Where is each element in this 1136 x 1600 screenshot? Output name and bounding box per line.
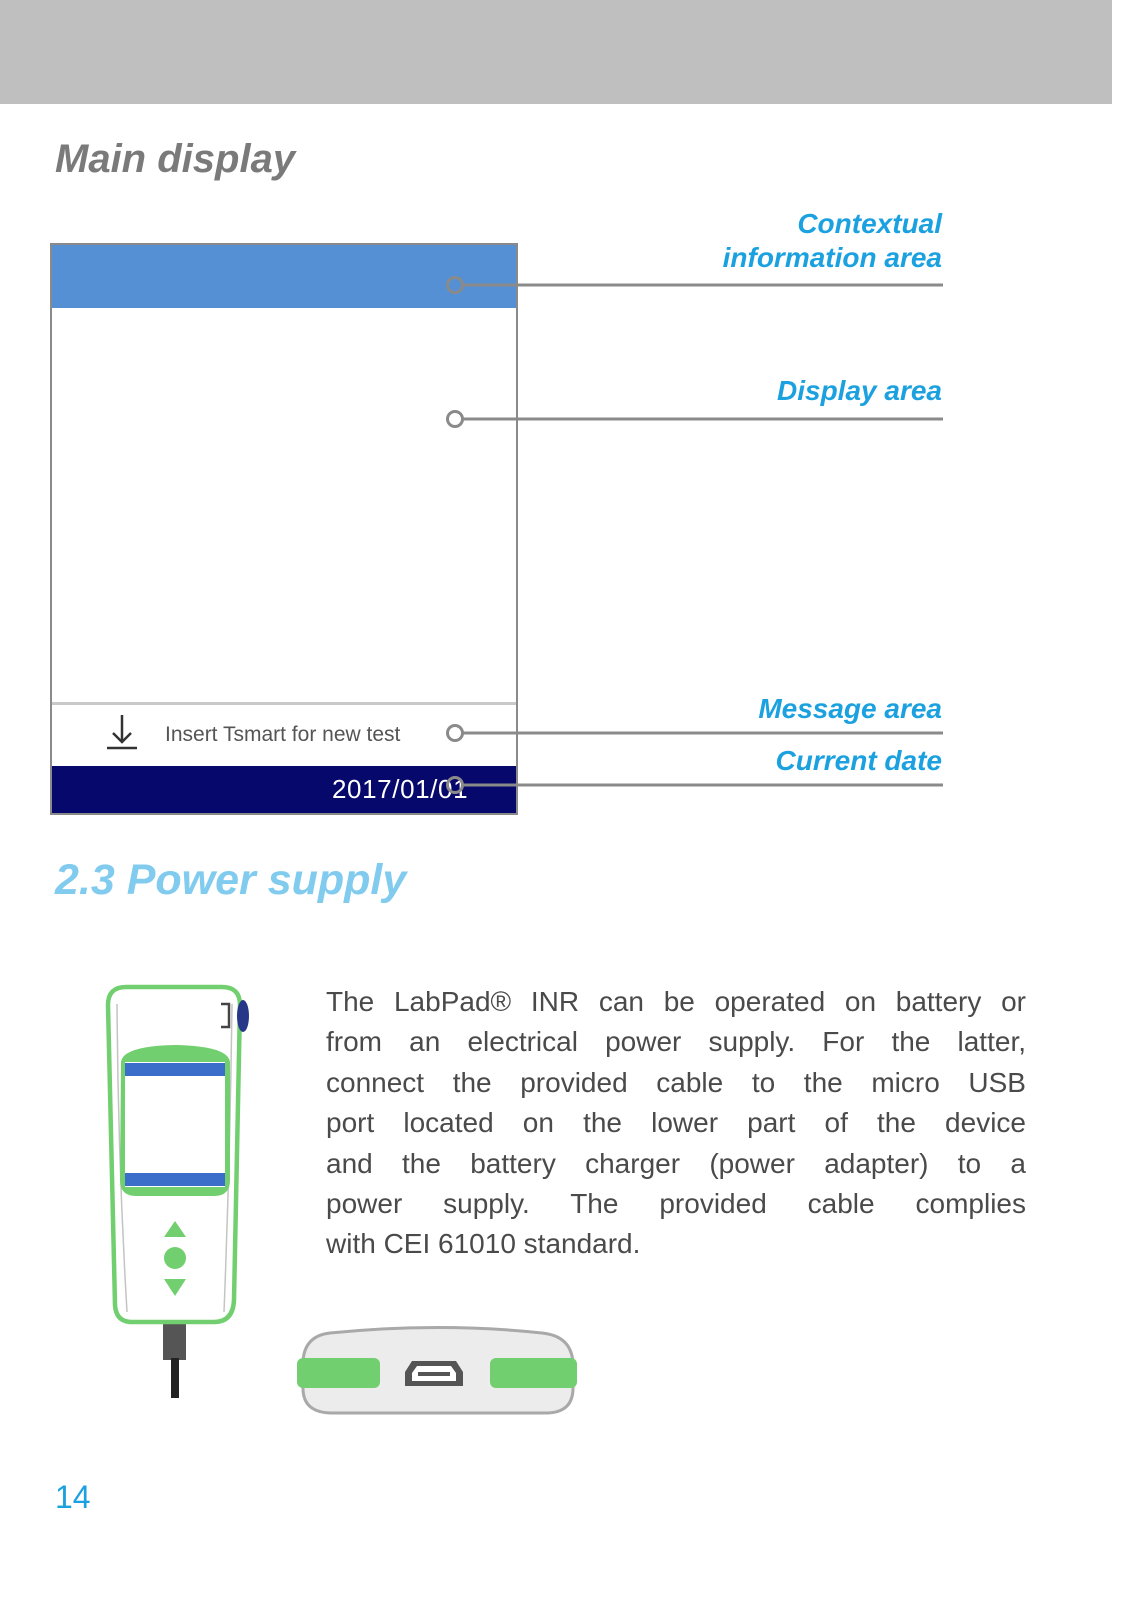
message-area: Insert Tsmart for new test xyxy=(52,702,516,766)
power-supply-paragraph: The LabPad® INR can be operated on batte… xyxy=(326,982,1026,1265)
callout-current-date-pointer xyxy=(446,776,943,794)
callout-current-date-label: Current date xyxy=(775,745,942,776)
header-band xyxy=(0,0,1112,104)
display-area xyxy=(52,308,516,702)
paragraph-line: from an electrical power supply. For the… xyxy=(326,1026,1026,1058)
contextual-information-bar xyxy=(52,245,516,308)
paragraph-line: connect the provided cable to the micro … xyxy=(326,1066,1026,1098)
left-grip-pad xyxy=(297,1358,380,1388)
current-date-text: 2017/01/01 xyxy=(332,774,469,804)
main-display-heading: Main display xyxy=(55,137,296,181)
callout-contextual-label-line2: information area xyxy=(722,242,942,273)
labpad-device-front-icon xyxy=(105,984,249,1398)
message-text: Insert Tsmart for new test xyxy=(165,723,401,746)
download-icon xyxy=(105,713,139,751)
paragraph-line: with CEI 61010 standard. xyxy=(326,1228,641,1260)
paragraph-line: power supply. The provided cable complie… xyxy=(326,1187,1026,1219)
callout-display-area-pointer xyxy=(446,410,943,428)
current-date-bar: 2017/01/01 xyxy=(52,766,516,813)
page-number: 14 xyxy=(55,1479,91,1515)
paragraph-line: and the battery charger (power adapter) … xyxy=(326,1147,1026,1179)
callout-display-area-label: Display area xyxy=(777,375,942,406)
paragraph-line: The LabPad® INR can be operated on batte… xyxy=(326,986,1026,1017)
right-grip-pad xyxy=(490,1358,577,1388)
micro-usb-port-icon xyxy=(297,1326,577,1415)
callout-contextual-information-pointer xyxy=(446,276,943,294)
callout-message-area-pointer xyxy=(446,724,943,742)
paragraph-line: port located on the lower part of the de… xyxy=(326,1107,1026,1139)
callout-contextual-label-line1: Contextual xyxy=(797,208,942,239)
callout-message-area-label: Message area xyxy=(758,693,942,724)
power-supply-heading: 2.3 Power supply xyxy=(55,856,407,904)
screen-diagram: Insert Tsmart for new test 2017/01/01 xyxy=(50,243,518,815)
